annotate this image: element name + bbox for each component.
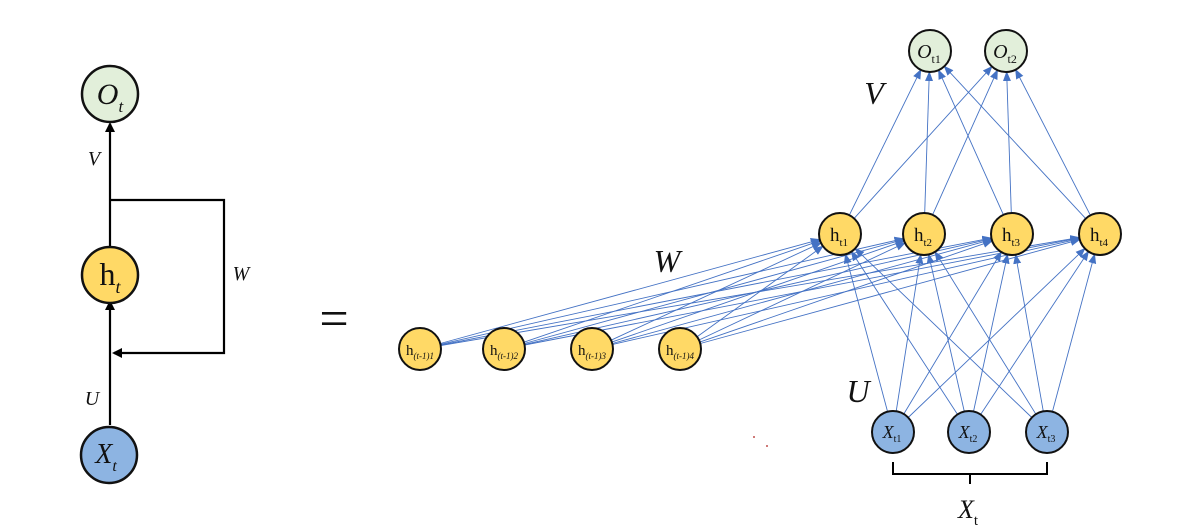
w-edge (696, 245, 824, 338)
input-node-t2 (947, 410, 991, 454)
output-node-t2-label: Ot2 (993, 41, 1017, 66)
w-edge (699, 240, 994, 343)
w-edge (698, 242, 906, 341)
u-edge (843, 253, 889, 412)
input-node-t1-label: Xt1 (882, 422, 902, 445)
hidden-prev-node-2-label: h(t-1)2 (490, 343, 518, 361)
u-edge (980, 250, 1090, 415)
hidden-prev-node-4-label: h(t-1)4 (666, 343, 694, 361)
input-node-t3-label: Xt3 (1036, 422, 1056, 445)
output-node (80, 64, 140, 124)
hidden-prev-node-4 (658, 327, 702, 371)
u-edge (907, 247, 1086, 418)
u-edge (895, 253, 924, 412)
unfolded-weight-v-label: V (864, 75, 887, 111)
hidden-prev-node-1 (398, 327, 442, 371)
input-group-bracket (892, 462, 1048, 484)
hidden-node-label: ht (99, 256, 121, 297)
hidden-node-t2-label: ht2 (914, 225, 932, 249)
input-node (79, 425, 139, 485)
weight-v-label: V (88, 148, 103, 170)
unfolded-weight-u-label: U (846, 373, 871, 409)
u-edge (934, 251, 1037, 415)
input-node-t3 (1025, 410, 1069, 454)
hidden-prev-node-1-label: h(t-1)1 (406, 343, 434, 361)
hidden-node-t4-label: ht4 (1090, 225, 1109, 249)
output-node-t1-label: Ot1 (917, 41, 941, 66)
u-edge (1013, 253, 1044, 412)
equals-sign: = (319, 291, 348, 348)
w-edge (440, 238, 821, 344)
output-node-label: Ot (97, 78, 125, 116)
u-edge (926, 253, 965, 412)
v-edge (1002, 71, 1012, 214)
unfolded-network: Ot1 Ot2 ht1 ht2 ht3 ht4 h(t-1)1 h(t-1)2 … (398, 29, 1122, 529)
v-edge (924, 71, 934, 214)
hidden-prev-node-3-label: h(t-1)3 (578, 343, 606, 361)
hidden-node-t4 (1078, 212, 1122, 256)
u-edge (903, 251, 1002, 415)
weight-u-label: U (85, 388, 101, 410)
v-edge (932, 69, 998, 215)
u-edge (973, 253, 1010, 412)
input-node-t2-label: Xt2 (958, 422, 978, 445)
u-edge (854, 247, 1033, 418)
unfolded-weight-w-label: W (654, 243, 684, 279)
input-group-label: Xt (957, 495, 979, 529)
w-edge (524, 238, 905, 344)
output-node-t1 (908, 29, 952, 73)
hidden-node-t3-label: ht3 (1002, 225, 1021, 249)
w-loop-arrow (110, 198, 226, 358)
network-edges (440, 65, 1097, 418)
hidden-node (80, 245, 140, 305)
w-edge (523, 239, 822, 343)
u-edge (850, 250, 958, 415)
hidden-node-t3 (990, 212, 1034, 256)
hidden-node-t1 (818, 212, 862, 256)
output-node-t2 (984, 29, 1028, 73)
input-node-label: Xt (94, 439, 117, 475)
v-edge (1015, 68, 1091, 216)
hidden-node-t1-label: ht1 (830, 225, 848, 249)
hidden-prev-node-3 (570, 327, 614, 371)
v-edge (943, 65, 1087, 219)
w-edge (610, 242, 822, 341)
input-node-t1 (871, 410, 915, 454)
stray-dot (766, 445, 768, 447)
hidden-node-t2 (902, 212, 946, 256)
v-edge (938, 69, 1004, 215)
folded-rnn: Ot ht Xt V W U (79, 64, 252, 485)
weight-w-label: W (233, 263, 252, 285)
hidden-prev-node-2 (482, 327, 526, 371)
v-edge (848, 68, 922, 216)
stray-dot (753, 436, 755, 438)
u-edge (1051, 253, 1097, 412)
